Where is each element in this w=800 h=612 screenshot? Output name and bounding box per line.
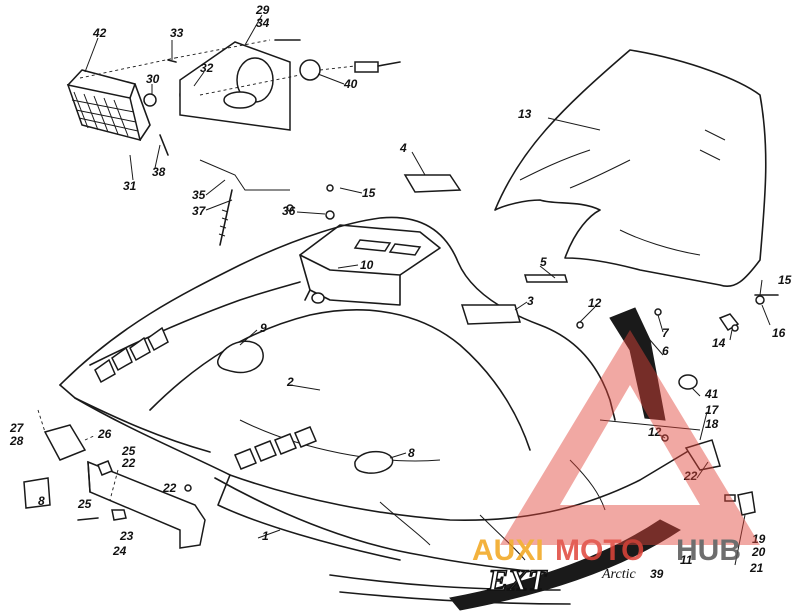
callout-25-bottom: 25 [77,497,92,511]
callout-20: 20 [751,545,766,559]
round-panel [216,340,264,374]
callout-40: 40 [343,77,358,91]
callout-7: 7 [662,326,670,340]
watermark-part2: MOTO [555,534,644,567]
watermark-triangle-logo [500,330,760,545]
watermark-part3: HUB [676,534,741,567]
callout-14: 14 [712,336,726,350]
callouts: 42 33 29 34 30 32 40 13 4 38 31 15 35 37… [9,3,792,581]
callout-31: 31 [123,179,137,193]
callout-15-top: 15 [362,186,376,200]
front-louvers [234,426,317,470]
callout-16: 16 [772,326,786,340]
callout-28: 28 [9,434,24,448]
callout-32: 32 [200,61,214,75]
callout-42: 42 [92,26,107,40]
decal-text: EXT [487,564,548,597]
dash-console [299,224,441,306]
callout-37: 37 [192,204,207,218]
front-bumper [23,409,206,549]
callout-17: 17 [705,403,720,417]
callout-13: 13 [518,107,532,121]
watermark: AUXI MOTO HUB [472,330,760,567]
left-louvers [94,326,169,384]
callout-27: 27 [9,421,25,435]
leader-lines [84,14,771,566]
callout-3: 3 [527,294,534,308]
callout-4: 4 [399,141,407,155]
callout-24: 24 [112,544,127,558]
callout-12-top: 12 [588,296,602,310]
callout-6: 6 [662,344,669,358]
callout-8-bumper: 8 [38,494,45,508]
callout-34: 34 [256,16,270,30]
callout-22-right: 22 [683,469,698,483]
windshield [494,49,767,287]
callout-41: 41 [704,387,719,401]
small-parts [286,174,779,516]
callout-9: 9 [260,321,267,335]
callout-18: 18 [705,417,719,431]
callout-25-top: 25 [121,444,136,458]
callout-38: 38 [152,165,166,179]
script-decal: Arctic [601,567,636,582]
callout-11: 11 [680,553,693,567]
headlight-assembly [66,39,401,246]
callout-35: 35 [192,188,206,202]
callout-1: 1 [262,529,269,543]
watermark-part1: AUXI [472,534,544,567]
callout-15-right: 15 [778,273,792,287]
callout-36: 36 [282,204,296,218]
callout-22-bumper: 22 [162,481,177,495]
callout-39: 39 [650,567,664,581]
callout-8-hood: 8 [408,446,415,460]
callout-33: 33 [170,26,184,40]
callout-12-bottom: 12 [648,425,662,439]
callout-19: 19 [752,532,766,546]
hood-decal: EXT Arctic [449,519,681,611]
callout-29: 29 [255,3,270,17]
callout-22-left: 22 [121,456,136,470]
callout-10: 10 [360,258,374,272]
callout-30: 30 [146,72,160,86]
callout-26: 26 [97,427,112,441]
callout-21: 21 [749,561,764,575]
callout-2: 2 [286,375,294,389]
side-panel [354,450,394,474]
callout-5: 5 [540,255,547,269]
callout-23: 23 [119,529,134,543]
